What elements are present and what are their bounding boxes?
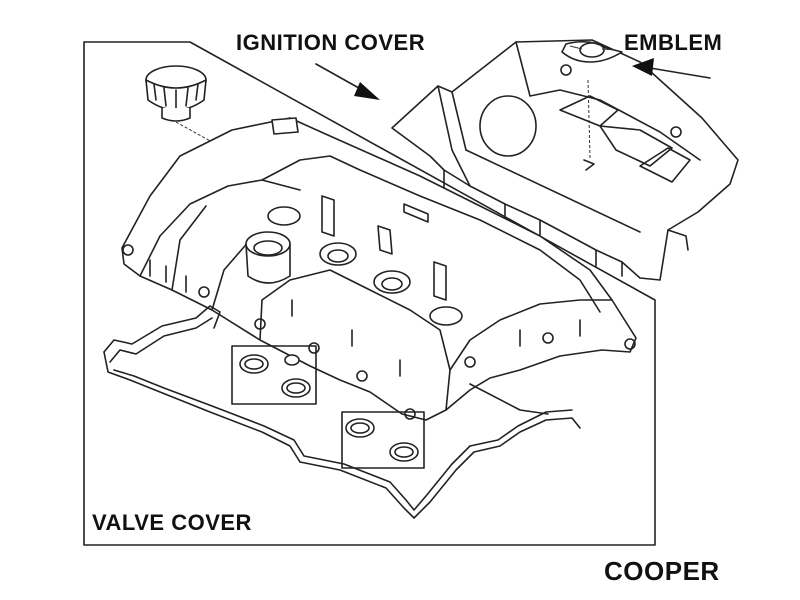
emblem-arrow [632, 58, 711, 79]
oil-filler-cap [145, 65, 267, 173]
seal-kit-right [341, 411, 425, 469]
valve-cover [121, 117, 637, 421]
assembly-frame [83, 41, 656, 546]
seal-kit-left [231, 345, 317, 405]
ignition-cover-arrow [315, 63, 380, 100]
ignition-cover-label: IGNITION COVER [236, 30, 426, 55]
ignition-cover [391, 39, 739, 281]
valve-cover-label: VALVE COVER [92, 510, 252, 535]
valve-cover-gasket [103, 305, 581, 519]
model-label: COOPER [604, 556, 720, 586]
emblem-label: EMBLEM [624, 30, 723, 55]
emblem-badge [561, 40, 623, 63]
